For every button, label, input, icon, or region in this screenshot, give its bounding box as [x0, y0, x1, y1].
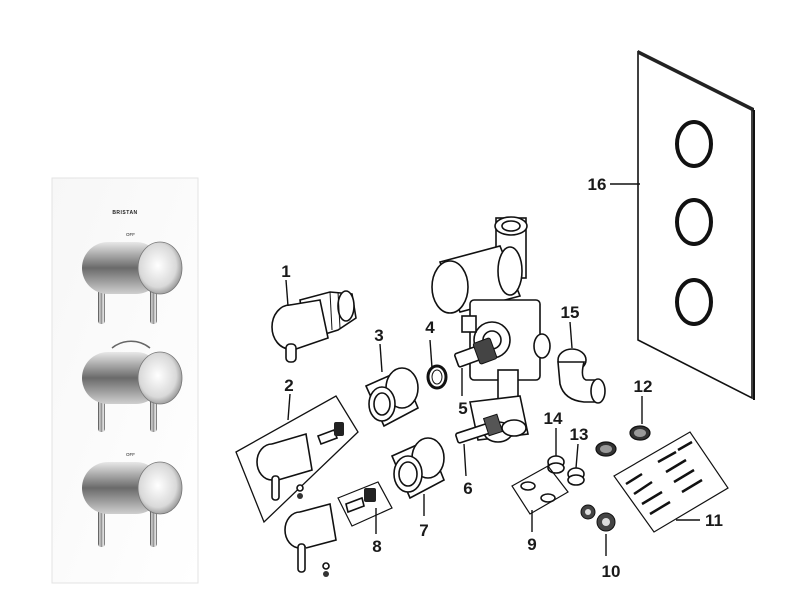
part-13-cap [567, 467, 585, 486]
callout-7: 7 [419, 521, 428, 540]
part-2-lever-handles [235, 395, 359, 577]
part-3-shroud [364, 367, 420, 428]
callout-1: 1 [281, 262, 290, 281]
assembled-valve-photo: BRISTAN OFF OFF ON [51, 177, 199, 584]
callout-8: 8 [372, 537, 381, 556]
dial-mark-off-top: OFF [126, 232, 135, 237]
photo-knob-top: OFF [82, 232, 183, 324]
callout-4: 4 [425, 318, 435, 337]
callout-10: 10 [602, 562, 621, 581]
callout-13: 13 [570, 425, 589, 444]
part-9-seals [511, 465, 569, 515]
callout-11: 11 [705, 511, 723, 530]
part-14-cap [547, 455, 565, 474]
callout-15: 15 [561, 303, 580, 322]
photo-knob-bottom: OFF ON [82, 452, 183, 547]
part-12-washers [595, 425, 651, 457]
part-8-screws [337, 481, 393, 527]
part-15-elbow [557, 348, 606, 404]
callout-16: 16 [588, 175, 607, 194]
callout-2: 2 [284, 376, 293, 395]
callout-labels: 1 2 3 4 5 6 7 8 9 10 11 12 13 14 15 16 [281, 175, 723, 581]
dial-mark-off-bottom: OFF [126, 452, 135, 457]
brand-label: BRISTAN [112, 210, 137, 216]
part-10-check-valves [580, 504, 616, 532]
valve-body [431, 216, 551, 443]
part-7-shroud [390, 437, 446, 500]
callout-3: 3 [374, 326, 383, 345]
callout-5: 5 [458, 399, 467, 418]
part-16-face-plate [637, 50, 755, 400]
part-1-handle [271, 290, 357, 363]
callout-14: 14 [544, 409, 563, 428]
part-6-spindle [455, 413, 504, 444]
part-5-cartridge [454, 337, 498, 368]
photo-knob-middle [82, 340, 183, 432]
part-4-clip [426, 364, 448, 390]
callout-9: 9 [527, 535, 536, 554]
part-11-fixing-kit [613, 431, 729, 533]
callout-12: 12 [634, 377, 653, 396]
leader-lines [285, 183, 700, 556]
callout-6: 6 [463, 479, 472, 498]
